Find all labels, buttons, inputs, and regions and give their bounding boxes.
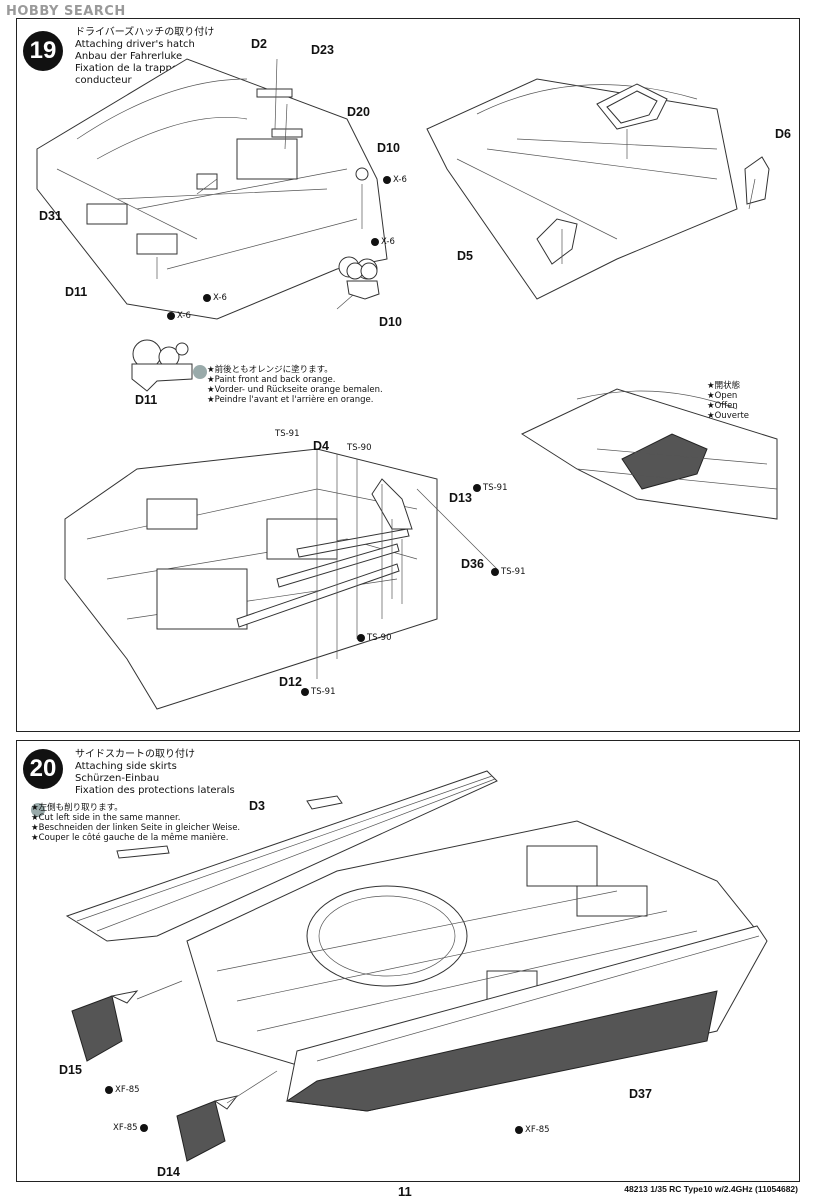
paint-code: X-6 [213,293,227,303]
paint-tag: XF-85 [105,1085,140,1095]
part-label-d14: D14 [157,1165,180,1179]
step-number: 19 [23,31,63,71]
part-label-d2: D2 [251,37,267,51]
cut-note: ★左側も削り取ります。 ★Cut left side in the same m… [31,803,240,843]
part-label-d10: D10 [377,141,400,155]
paint-code: TS-90 [367,633,392,643]
title-line: Attaching side skirts [75,761,177,772]
part-label-d3: D3 [249,799,265,813]
paint-code-ts91: TS-91 [275,429,300,439]
part-label-d15: D15 [59,1063,82,1077]
paint-code: X-6 [177,311,191,321]
title-line: Attaching driver's hatch [75,39,195,50]
paint-code: XF-85 [113,1123,138,1133]
note-line: ★Peindre l'avant et l'arrière en orange. [207,395,374,405]
part-label-d20: D20 [347,105,370,119]
paint-dot-icon [203,293,211,302]
part-label-d37: D37 [629,1087,652,1101]
open-state-note: ★開状態 ★Open ★Offen ★Ouverte [707,381,749,421]
paint-code: X-6 [393,175,407,185]
paint-dot-icon [167,311,175,320]
part-label-d36: D36 [461,557,484,571]
part-label-d13: D13 [449,491,472,505]
part-label-d10-detail: D10 [379,315,402,329]
note-line: ★開状態 [707,381,741,391]
note-line: ★Cut left side in the same manner. [31,813,181,823]
part-label-d5: D5 [457,249,473,263]
paint-tag: XF-85 [113,1123,150,1133]
paint-dot-icon [491,567,499,576]
paint-dot-icon [371,237,379,246]
paint-code: TS-91 [483,483,508,493]
side-skirt-illustration [65,770,768,1162]
title-line: conducteur [75,75,132,86]
footer-model-info: 48213 1/35 RC Type10 w/2.4GHz (11054682) [624,1184,798,1194]
step-20-panel: 20 サイドスカートの取り付け Attaching side skirts Sc… [16,740,800,1182]
step-number: 20 [23,749,63,789]
paint-code: XF-85 [525,1125,550,1135]
attention-icon [193,365,207,379]
paint-dot-icon [383,175,391,184]
part-label-d23: D23 [311,43,334,57]
title-line: Anbau der Fahrerluke [75,51,183,62]
title-line: Schürzen-Einbau [75,773,160,784]
step-title: サイドスカートの取り付け Attaching side skirts Schür… [75,749,235,797]
attention-icon [31,803,45,817]
title-line: Fixation des protections laterals [75,785,235,796]
paint-tag: X-6 [203,293,227,303]
paint-tag: TS-91 [473,483,507,493]
note-line: ★Open [707,391,738,401]
watermark: HOBBY SEARCH [6,4,126,19]
paint-code: TS-91 [311,687,336,697]
note-line: ★前後ともオレンジに塗ります。 [207,365,333,375]
page-number: 11 [398,1184,412,1199]
title-line: サイドスカートの取り付け [75,749,195,760]
step-19-panel: 19 ドライバーズハッチの取り付け Attaching driver's hat… [16,18,800,732]
paint-dot-icon [140,1123,149,1132]
note-line: ★Vorder- und Rückseite orange bemalen. [207,385,383,395]
paint-tag: TS-91 [491,567,525,577]
part-label-d11: D11 [65,285,88,299]
step-title: ドライバーズハッチの取り付け Attaching driver's hatch … [75,27,214,87]
part-label-d11-detail: D11 [135,393,158,407]
paint-tag: X-6 [371,237,395,247]
paint-tag: TS-90 [357,633,391,643]
paint-code: TS-91 [501,567,526,577]
title-line: ドライバーズハッチの取り付け [75,27,215,38]
note-line: ★Ouverte [707,411,750,421]
part-label-d12: D12 [279,675,302,689]
note-line: ★Paint front and back orange. [207,375,336,385]
paint-dot-icon [515,1125,523,1134]
paint-tag: X-6 [383,175,407,185]
paint-dot-icon [105,1085,113,1094]
paint-code: XF-85 [115,1085,140,1095]
note-line: ★Couper le côté gauche de la même manièr… [31,833,229,843]
paint-note: ★前後ともオレンジに塗ります。 ★Paint front and back or… [207,365,383,405]
hull-deck-illustration-1 [36,58,778,710]
paint-tag: XF-85 [515,1125,550,1135]
paint-dot-icon [301,687,309,696]
note-line: ★Beschneiden der linken Seite in gleiche… [31,823,241,833]
paint-tag: TS-91 [301,687,335,697]
note-line: ★Offen [707,401,738,411]
note-line: ★左側も削り取ります。 [31,803,123,813]
paint-dot-icon [357,633,365,642]
part-label-d6: D6 [775,127,791,141]
title-line: Fixation de la trappe du [75,63,194,74]
paint-code-ts90: TS-90 [347,443,372,453]
part-label-d31: D31 [39,209,62,223]
paint-dot-icon [473,483,481,492]
part-label-d4: D4 [313,439,329,453]
paint-tag: X-6 [167,311,191,321]
paint-code: X-6 [381,237,395,247]
